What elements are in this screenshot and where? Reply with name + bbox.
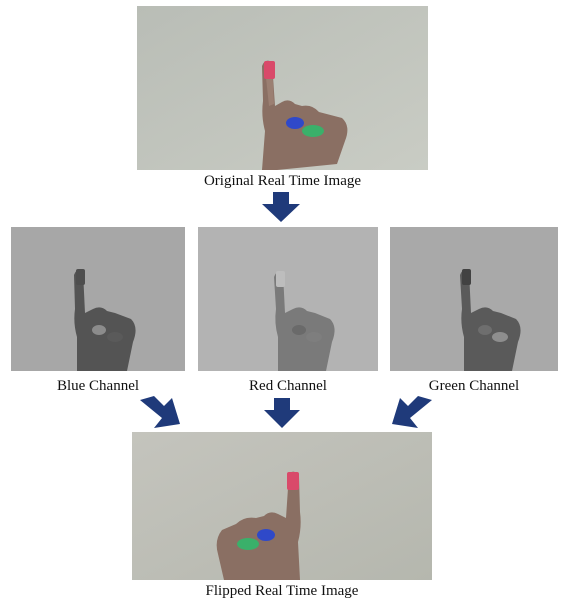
original-caption: Original Real Time Image [203,173,362,189]
green-channel-caption: Green Channel [428,378,520,394]
green-marker [302,125,324,137]
original-image [137,6,428,170]
red-channel-caption: Red Channel [249,378,327,394]
blue-marker [286,117,304,129]
down-arrow-icon [262,192,300,222]
diagonal-arrow-left-icon [140,396,186,430]
blue-channel-image [11,227,185,371]
blue-channel-caption: Blue Channel [56,378,140,394]
red-channel-image [198,227,378,371]
down-arrow-center-icon [264,398,300,428]
red-marker [264,61,275,79]
green-channel-image [390,227,558,371]
diagonal-arrow-right-icon [386,396,432,430]
flipped-caption: Flipped Real Time Image [205,583,359,599]
flipped-image [132,432,432,580]
